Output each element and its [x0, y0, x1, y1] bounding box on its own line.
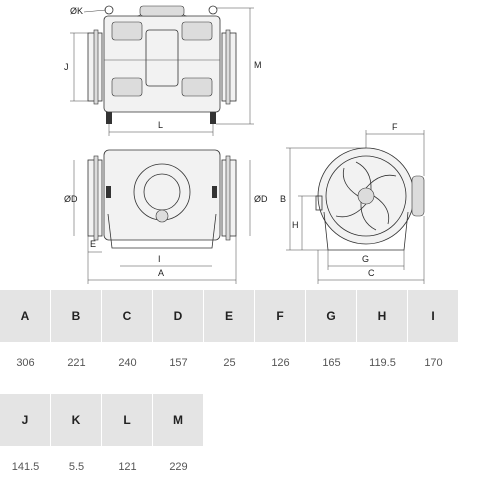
- spec-col-h: H 119.5: [357, 290, 408, 384]
- side-motor-fins: [411, 175, 425, 217]
- spec-col-d: D 157: [153, 290, 204, 384]
- dim-i-label: I: [158, 254, 161, 264]
- spec-value: 229: [153, 446, 204, 488]
- spec-col-l: L 121: [102, 394, 153, 488]
- spec-header: C: [102, 290, 153, 342]
- spec-col-i: I 170: [408, 290, 459, 384]
- spec-header: F: [255, 290, 306, 342]
- dim-d-right-label: ØD: [254, 194, 268, 204]
- impeller-hub: [357, 187, 375, 205]
- front-clip-left: [106, 186, 111, 198]
- spec-value: 221: [51, 342, 102, 384]
- top-latch-1: [111, 21, 143, 41]
- top-foot-right: [210, 112, 216, 124]
- dim-g-label: G: [362, 254, 369, 264]
- side-inner-ring: [325, 155, 407, 237]
- blade-1: [365, 174, 397, 189]
- spec-header: M: [153, 394, 204, 446]
- spec-header: G: [306, 290, 357, 342]
- k-leader: [83, 9, 107, 13]
- front-left-collar-ring: [93, 155, 99, 241]
- spec-col-f: F 126: [255, 290, 306, 384]
- dim-c-label: C: [368, 268, 375, 278]
- top-motor-cap: [139, 5, 185, 17]
- side-clip: [315, 195, 323, 211]
- spec-col-c: C 240: [102, 290, 153, 384]
- spec-value: 119.5: [357, 342, 408, 384]
- spec-header: I: [408, 290, 459, 342]
- spec-col-b: B 221: [51, 290, 102, 384]
- top-center-housing: [145, 29, 179, 87]
- spec-col-k: K 5.5: [51, 394, 102, 488]
- blade-2: [373, 195, 390, 225]
- side-view: F B H G C: [280, 122, 425, 284]
- spec-value: 141.5: [0, 446, 51, 488]
- front-stand: [107, 213, 217, 249]
- spec-header: B: [51, 290, 102, 342]
- blade-6: [360, 201, 377, 231]
- blade-4: [342, 167, 359, 197]
- dim-j-label: J: [64, 62, 69, 72]
- top-view: ØK J M L: [64, 5, 262, 136]
- front-knob: [155, 209, 169, 223]
- side-stand: [323, 211, 409, 251]
- top-right-collar-ring: [225, 29, 231, 105]
- dim-d-left-label: ØD: [64, 194, 78, 204]
- front-right-collar-ring: [225, 155, 231, 241]
- spec-value: 126: [255, 342, 306, 384]
- blade-3: [335, 203, 367, 218]
- spec-col-g: G 165: [306, 290, 357, 384]
- spec-value: 240: [102, 342, 153, 384]
- blade-5: [355, 161, 372, 191]
- spec-value: 5.5: [51, 446, 102, 488]
- spec-header: H: [357, 290, 408, 342]
- technical-drawing: ØK J M L ØD ØD E I: [64, 5, 425, 284]
- top-latch-4: [181, 77, 213, 97]
- top-mount-hole-right: [208, 5, 218, 15]
- spec-header: L: [102, 394, 153, 446]
- dim-e-label: E: [90, 239, 96, 249]
- dim-k-label: ØK: [70, 6, 83, 16]
- top-left-collar-ring: [93, 29, 99, 105]
- spec-col-m: M 229: [153, 394, 204, 488]
- spec-header: J: [0, 394, 51, 446]
- spec-table: A 306 B 221 C 240 D 157 E 25 F 126 G 165…: [0, 290, 460, 488]
- dim-a-label: A: [158, 268, 164, 278]
- spec-header: D: [153, 290, 204, 342]
- front-clip-right: [212, 186, 217, 198]
- spec-col-a: A 306: [0, 290, 51, 384]
- dim-h-label: H: [292, 220, 299, 230]
- spec-col-e: E 25: [204, 290, 255, 384]
- spec-header: E: [204, 290, 255, 342]
- spec-header: A: [0, 290, 51, 342]
- dim-f-label: F: [392, 122, 398, 132]
- spec-row-2: J 141.5 K 5.5 L 121 M 229: [0, 394, 204, 488]
- spec-row-1: A 306 B 221 C 240 D 157 E 25 F 126 G 165…: [0, 290, 459, 384]
- spec-col-j: J 141.5: [0, 394, 51, 488]
- spec-value: 306: [0, 342, 51, 384]
- spec-header: K: [51, 394, 102, 446]
- dim-l-label: L: [158, 120, 163, 130]
- side-impeller: [335, 161, 397, 231]
- spec-value: 157: [153, 342, 204, 384]
- spec-value: 25: [204, 342, 255, 384]
- top-foot-left: [106, 112, 112, 124]
- dim-b-label: B: [280, 194, 286, 204]
- top-latch-3: [111, 77, 143, 97]
- top-latch-2: [181, 21, 213, 41]
- front-view: ØD ØD E I A: [64, 149, 268, 284]
- spec-value: 170: [408, 342, 459, 384]
- dim-m-label: M: [254, 60, 262, 70]
- top-mount-hole-left: [104, 5, 114, 15]
- spec-value: 165: [306, 342, 357, 384]
- spec-value: 121: [102, 446, 153, 488]
